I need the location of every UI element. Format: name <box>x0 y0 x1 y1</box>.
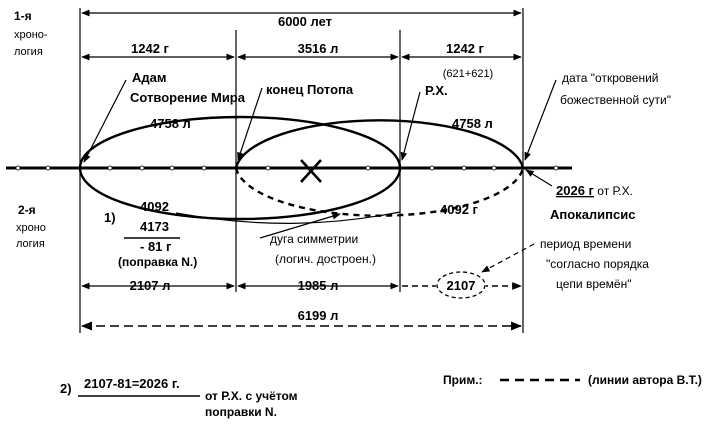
calc1-line3: - 81 г <box>140 239 172 254</box>
span-6000-label: 6000 лет <box>278 14 332 29</box>
calc2-number: 2) <box>60 381 72 396</box>
label-2026: 2026 г от Р.Х. <box>556 183 633 198</box>
calc1-note: (поправка N.) <box>118 255 197 269</box>
axis-dot <box>429 165 435 171</box>
sym-arc-line2: (логич. достроен.) <box>275 252 376 266</box>
segment-2107-right-oval <box>436 271 486 299</box>
label-apocalypse: Апокалипсис <box>550 207 635 222</box>
pointer-2026 <box>525 169 553 187</box>
label-revelation-line1: дата "откровений <box>562 71 659 85</box>
axis-dot <box>265 165 271 171</box>
label-flood-end: конец Потопа <box>266 82 354 97</box>
calc1-number: 1) <box>104 210 116 225</box>
sym-arc-line1: дуга симметрии <box>270 232 358 246</box>
calc1-line2: 4173 <box>140 219 169 234</box>
segment-2107-left-label: 2107 л <box>130 278 171 293</box>
legend-text: (линии автора В.Т.) <box>588 373 702 387</box>
calc2-note-line1: от Р.Х. с учётом <box>205 389 298 403</box>
label-adam: Адам <box>132 70 167 85</box>
axis-dot <box>365 165 371 171</box>
axis-dot <box>491 165 497 171</box>
segment-2107-right-label: 2107 <box>447 278 476 293</box>
axis-dot <box>45 165 51 171</box>
axis-dot <box>107 165 113 171</box>
period-line3: цепи времён" <box>556 277 631 291</box>
label-2026-number: 2026 г <box>556 183 595 198</box>
chronology-1-label-line2: хроно- <box>14 29 48 41</box>
chronology-2-label-line2: хроно <box>16 222 46 234</box>
segment-3516-label: 3516 л <box>298 41 339 56</box>
segment-1242-left-label: 1242 г <box>131 41 170 56</box>
ellipse-right-upper <box>234 119 525 169</box>
ellipse-left <box>78 115 402 221</box>
segment-621-label: (621+621) <box>443 68 493 80</box>
chronology-2-label-line3: логия <box>16 238 45 250</box>
axis-dot <box>139 165 145 171</box>
connector-4092 <box>175 211 401 224</box>
span-6199-label: 6199 л <box>298 308 339 323</box>
chronology-1-label-line3: логия <box>14 46 43 58</box>
period-line2: "согласно порядка <box>546 257 649 271</box>
label-creation: Сотворение Мира <box>130 90 246 105</box>
axis-dot <box>553 165 559 171</box>
calc2-expression: 2107-81=2026 г. <box>84 376 180 391</box>
legend-prefix: Прим.: <box>443 373 483 387</box>
pointer-period <box>481 243 535 273</box>
arc-4092-right-label: 4092 г <box>440 202 479 217</box>
label-rx: Р.Х. <box>425 83 448 98</box>
label-2026-tail: от Р.Х. <box>594 184 633 198</box>
segment-2107-right-bg <box>436 276 486 294</box>
center-x-mark <box>300 159 322 183</box>
pointer-revelation <box>524 79 557 161</box>
axis-dot <box>461 165 467 171</box>
axis-dot <box>15 165 21 171</box>
pointer-rx <box>400 91 421 161</box>
chronology-1-label-line1: 1-я <box>14 9 32 23</box>
calc2-note-line2: поправки N. <box>205 405 277 419</box>
arc-4758-right-label: 4758 л <box>452 116 493 131</box>
segment-1242-right-label: 1242 г <box>446 41 485 56</box>
segment-1985-label: 1985 л <box>298 278 339 293</box>
axis-dot <box>169 165 175 171</box>
label-revelation-line2: божественной сути" <box>560 93 671 107</box>
axis-dot <box>201 165 207 171</box>
calc1-line1: 4092 <box>140 199 169 214</box>
pointer-flood <box>237 87 263 161</box>
arc-4758-left-label: 4758 л <box>150 116 191 131</box>
pointer-adam <box>83 79 127 163</box>
chronology-2-label-line1: 2-я <box>18 203 36 217</box>
period-line1: период времени <box>540 237 631 251</box>
axis-ticks <box>15 165 559 171</box>
pointer-sym-arc <box>259 212 341 239</box>
